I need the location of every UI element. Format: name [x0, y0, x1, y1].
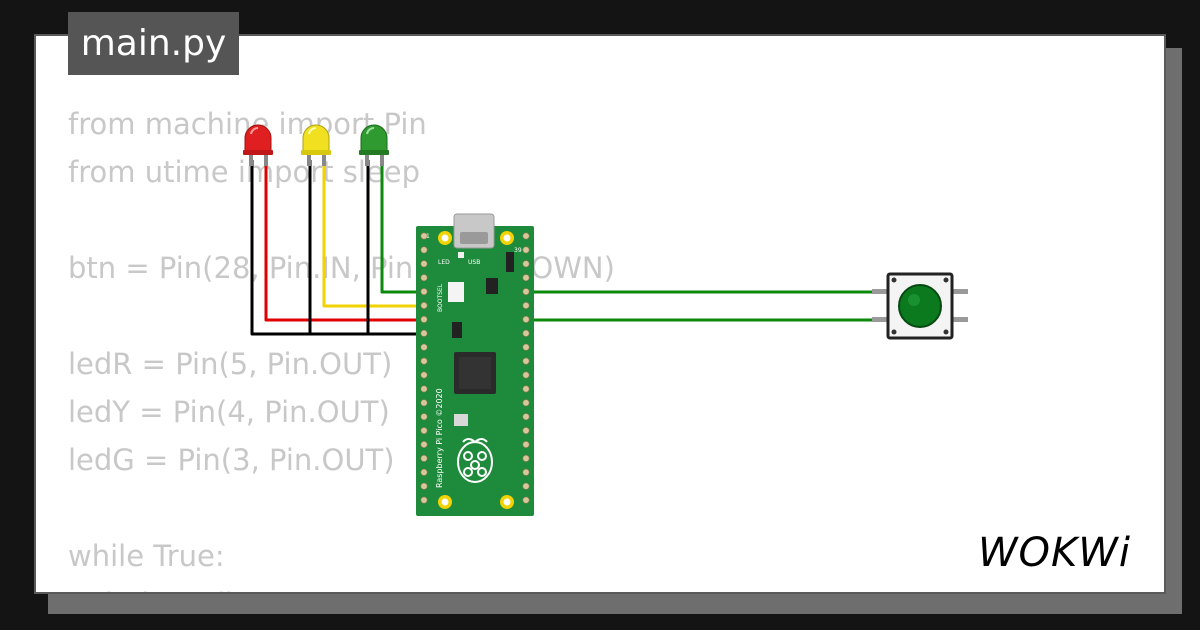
pin-pad — [522, 399, 530, 407]
pin-pad — [522, 385, 530, 393]
pin-pad — [522, 496, 530, 504]
pin-pad — [420, 260, 428, 268]
pin-pad — [420, 454, 428, 462]
wire-green-anode — [380, 160, 424, 294]
board-label-usb: USB — [468, 259, 480, 266]
push-button-cap[interactable] — [898, 284, 942, 328]
pin-pad — [420, 427, 428, 435]
board-label-bootsel: BOOTSEL — [437, 283, 444, 312]
pin-pad — [420, 343, 428, 351]
pin-pad — [420, 371, 428, 379]
pin-pad — [522, 357, 530, 365]
wire-yellow-anode — [322, 160, 424, 308]
push-button[interactable] — [872, 272, 968, 340]
pin-pad — [522, 329, 530, 337]
code-line: ledG = Pin(3, Pin.OUT) — [68, 443, 395, 477]
led-green[interactable] — [359, 124, 389, 166]
pin-pad — [522, 232, 530, 240]
board-label-pin1: 1 — [426, 233, 430, 240]
pin-pad — [420, 301, 428, 309]
pin-pad — [420, 385, 428, 393]
pin-pad — [522, 260, 530, 268]
code-line: ledY = Pin(4, Pin.OUT) — [68, 395, 390, 429]
pin-pad — [522, 427, 530, 435]
code-line: ledR = Pin(5, Pin.OUT) — [68, 347, 393, 381]
pin-pad — [522, 440, 530, 448]
pin-pad — [522, 288, 530, 296]
pin-pad — [420, 357, 428, 365]
pin-pad — [522, 274, 530, 282]
wire-red-anode — [264, 160, 424, 322]
wire-red-cathode — [250, 160, 424, 336]
file-tab[interactable]: main.py — [68, 12, 239, 75]
pin-pad — [420, 288, 428, 296]
board-label-pin39: 39 — [514, 247, 522, 254]
pin-pad — [420, 315, 428, 323]
pin-pad — [522, 301, 530, 309]
board-silkscreen: Raspberry Pi Pico ©2020 — [435, 388, 444, 488]
led-yellow[interactable] — [301, 124, 331, 166]
wire-green-cathode — [366, 160, 424, 336]
pin-pad — [420, 482, 428, 490]
pin-pad — [522, 482, 530, 490]
code-line: ledR.on() — [68, 580, 615, 592]
pin-pad — [420, 274, 428, 282]
pin-pad — [522, 246, 530, 254]
pin-pad — [420, 468, 428, 476]
raspberry-pi-pico[interactable]: 1 39 LED USB BOOTSEL Raspberry Pi Pico ©… — [416, 213, 534, 516]
raspberry-logo-icon — [457, 438, 493, 483]
pin-pad — [522, 343, 530, 351]
pin-pad — [522, 413, 530, 421]
led-red[interactable] — [243, 124, 273, 166]
pin-pad — [420, 329, 428, 337]
pin-pad — [420, 399, 428, 407]
pin-pad — [420, 232, 428, 240]
pin-pad — [522, 315, 530, 323]
wokwi-logo: WOKWi — [978, 530, 1131, 576]
pin-pad — [420, 496, 428, 504]
pin-pad — [420, 246, 428, 254]
pin-pad — [522, 371, 530, 379]
pin-pad — [522, 454, 530, 462]
pin-pad — [420, 413, 428, 421]
board-label-led: LED — [438, 259, 450, 266]
pin-pad — [420, 440, 428, 448]
pin-pad — [522, 468, 530, 476]
code-line: while True: — [68, 539, 225, 573]
